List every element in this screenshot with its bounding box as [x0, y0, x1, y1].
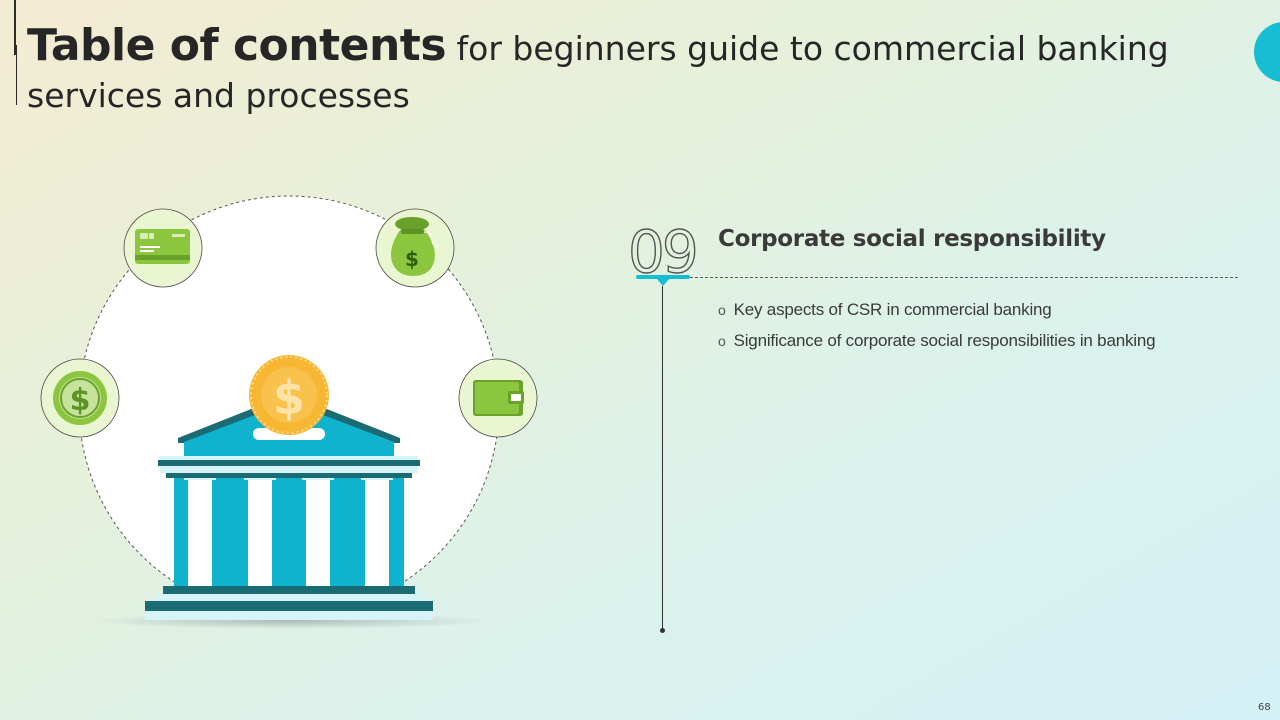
section-number-pointer: [656, 278, 670, 286]
bullet-icon: o: [718, 302, 726, 318]
corner-decoration: [1254, 22, 1280, 82]
section-divider: [690, 277, 1238, 278]
section-title: Corporate social responsibility: [718, 226, 1106, 252]
section-items: o Key aspects of CSR in commercial bankin…: [718, 298, 1156, 360]
section-number-underline: [636, 275, 690, 279]
svg-text:$: $: [405, 247, 419, 271]
timeline-end-dot: [660, 628, 665, 633]
list-item: o Significance of corporate social respon…: [718, 329, 1156, 360]
page-title-rest: for beginners guide to commercial bankin…: [27, 29, 1169, 115]
svg-text:$: $: [273, 371, 305, 425]
list-item-label: Significance of corporate social respons…: [733, 331, 1156, 350]
dollar-coin-icon: $: [40, 358, 120, 438]
gold-coin-icon: $: [249, 355, 329, 435]
title-accent-bar: [14, 0, 16, 55]
bullet-icon: o: [718, 333, 726, 349]
page-title-bold: Table of contents: [27, 20, 447, 71]
list-item-label: Key aspects of CSR in commercial banking: [733, 300, 1052, 319]
page-title: Table of contents for beginners guide to…: [27, 22, 1177, 119]
money-bag-icon: $: [375, 208, 455, 288]
svg-text:$: $: [70, 383, 91, 418]
page-number: 68: [1258, 702, 1271, 713]
banking-illustration: $ $: [40, 195, 538, 629]
wallet-icon: [458, 358, 538, 438]
bank-building-icon: [145, 394, 433, 620]
credit-card-icon: [123, 208, 203, 288]
list-item: o Key aspects of CSR in commercial bankin…: [718, 298, 1155, 329]
timeline-line: [662, 286, 663, 630]
title-accent-bar-lower: [16, 45, 17, 105]
